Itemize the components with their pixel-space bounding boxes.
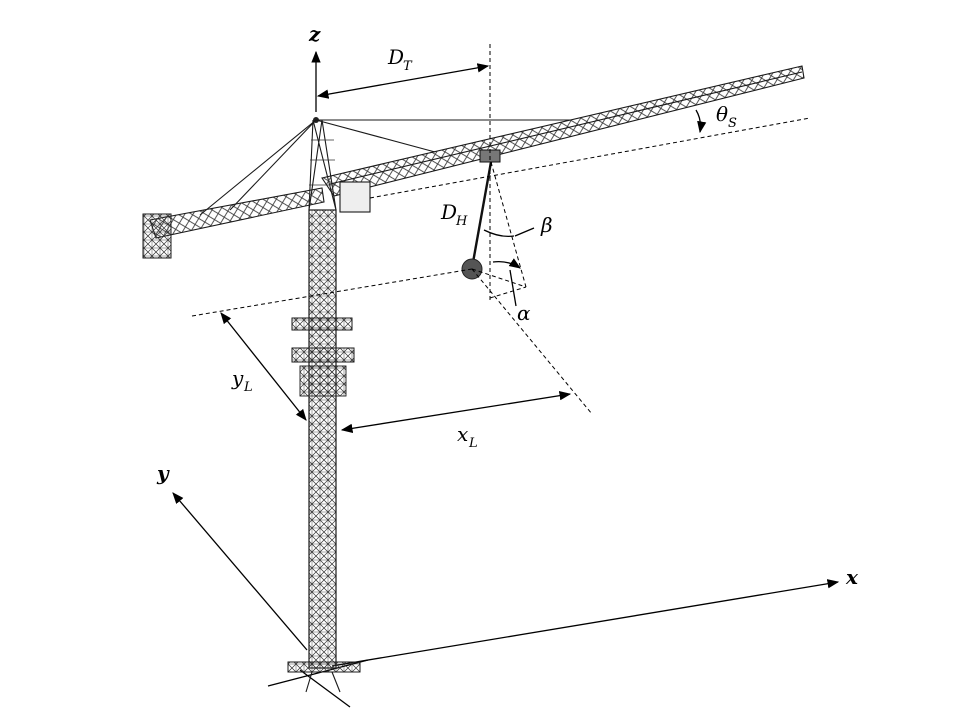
DH-label: D H — [440, 200, 468, 229]
beta-label: β — [540, 213, 553, 237]
hoist-cable — [470, 161, 493, 269]
svg-text:x: x — [457, 422, 468, 446]
thetaS-label: θ S — [716, 102, 737, 131]
DT-dimension-arrow — [316, 63, 490, 99]
y-axis-label: y — [156, 461, 170, 485]
y-reference-dashed — [191, 268, 473, 317]
counter-jib — [142, 119, 371, 259]
x-axis-line — [331, 579, 840, 667]
svg-text:D: D — [440, 200, 457, 224]
alpha-arc — [492, 258, 521, 269]
yL-dimension-arrow — [220, 312, 307, 421]
alpha-leader — [509, 269, 517, 307]
cable-projection-dashed — [490, 161, 527, 288]
jib-reference-dashed — [369, 117, 811, 199]
beta-arc — [483, 229, 515, 238]
svg-text:T: T — [403, 59, 413, 74]
svg-text:H: H — [455, 214, 468, 229]
svg-text:y: y — [231, 366, 244, 390]
svg-text:θ: θ — [716, 102, 728, 126]
foot-dashed — [489, 286, 527, 299]
z-axis-label: z — [308, 22, 321, 46]
tower-mast — [287, 209, 361, 693]
beta-leader — [514, 227, 535, 237]
svg-text:L: L — [468, 436, 478, 451]
alpha-label: α — [517, 301, 531, 325]
svg-text:L: L — [243, 380, 253, 395]
x-reference-dashed — [471, 268, 593, 415]
main-jib — [315, 65, 805, 197]
xL-label: x L — [457, 422, 478, 451]
svg-text:D: D — [387, 45, 404, 69]
thetaS-arc — [695, 109, 707, 134]
svg-text:β: β — [540, 213, 553, 237]
xL-dimension-arrow — [340, 391, 572, 433]
DT-label: D T — [387, 45, 413, 74]
svg-text:α: α — [517, 301, 531, 325]
base-beam-2 — [299, 669, 351, 708]
payload-projection-dashed — [471, 268, 527, 288]
x-axis-label: x — [845, 565, 859, 589]
svg-text:S: S — [728, 116, 737, 131]
yL-label: y L — [231, 366, 253, 395]
y-axis-line — [172, 492, 308, 651]
